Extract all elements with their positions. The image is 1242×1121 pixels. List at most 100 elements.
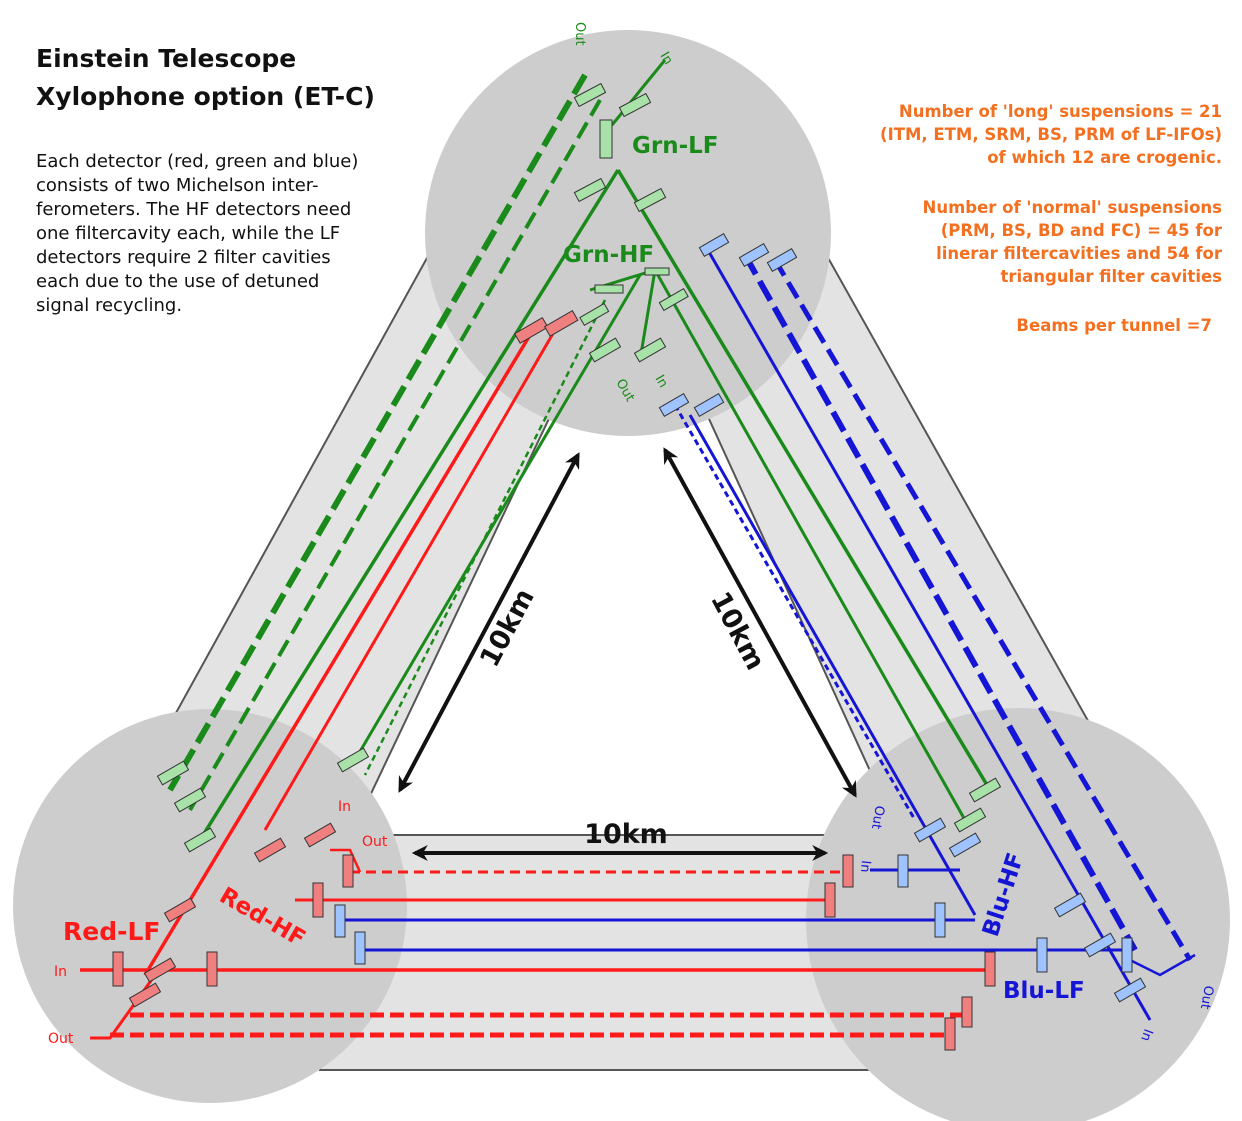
red-mirrors xyxy=(112,309,996,1051)
description-line: one filtercavity each, while the LF xyxy=(36,223,341,244)
mirror xyxy=(658,287,689,312)
info-line: (ITM, ETM, SRM, BS, PRM of LF-IFOs) xyxy=(880,125,1222,144)
green-lf-dashed-arm-1 xyxy=(167,73,588,792)
mirror xyxy=(698,232,730,258)
blue-lf-output xyxy=(1129,953,1196,977)
mirror xyxy=(183,827,217,853)
description-text: Each detector (red, green and blue) cons… xyxy=(36,150,456,318)
detector-label-grn-lf: Grn-LF xyxy=(632,133,719,159)
mirror xyxy=(334,904,346,938)
description-line: Each detector (red, green and blue) xyxy=(36,151,359,172)
description-line: each due to the use of detuned xyxy=(36,271,320,292)
mirror xyxy=(693,392,725,418)
mirror xyxy=(953,807,987,833)
mirror xyxy=(766,247,798,273)
mirror xyxy=(658,392,690,418)
green-lf-input xyxy=(610,59,667,126)
info-line: Beams per tunnel =7 xyxy=(1016,316,1212,335)
mirror xyxy=(143,957,177,983)
right-distance-arrow xyxy=(663,447,857,798)
distance-label-right: 10km xyxy=(704,587,771,675)
mirror xyxy=(1121,937,1133,973)
mirror xyxy=(968,777,1002,803)
mirror xyxy=(579,302,610,327)
port-label-blue-hf-out: Out xyxy=(868,804,887,830)
mirror xyxy=(738,242,770,268)
mirror xyxy=(599,119,613,159)
mirror xyxy=(573,177,607,203)
mirror xyxy=(206,951,218,987)
mirror xyxy=(594,284,624,294)
left-distance-arrow xyxy=(398,452,580,793)
mirror xyxy=(573,82,607,108)
mirror xyxy=(342,854,354,888)
mirror xyxy=(312,882,324,918)
mirror xyxy=(948,832,982,858)
description-line: consists of two Michelson inter- xyxy=(36,175,319,196)
mirror xyxy=(163,897,197,923)
port-label-blue-hf-in: In xyxy=(857,860,873,873)
mirror xyxy=(303,822,337,848)
port-label-red-lf-out: Out xyxy=(48,1031,74,1047)
port-label-blue-lf-in: In xyxy=(1137,1027,1155,1043)
title-line-1: Einstein Telescope xyxy=(36,44,297,73)
mirror xyxy=(934,902,946,938)
mirror xyxy=(354,931,366,965)
port-label-red-hf-out: Out xyxy=(362,834,388,850)
beams-per-tunnel-note: Beams per tunnel =7 xyxy=(1016,314,1212,337)
mirror xyxy=(336,747,370,773)
mirror xyxy=(633,187,667,213)
mirror xyxy=(543,309,579,337)
red-hf-output-path xyxy=(330,848,362,873)
detector-label-grn-hf: Grn-HF xyxy=(563,242,654,268)
station-bottom-left xyxy=(13,709,407,1103)
mirror xyxy=(253,837,287,863)
blue-lf-arm xyxy=(703,244,1152,1021)
info-line: Number of 'normal' suspensions xyxy=(922,198,1222,217)
blue-lf-dashed-arm-2 xyxy=(772,258,1193,962)
mirror xyxy=(618,92,652,118)
mirror xyxy=(112,951,124,987)
mirror xyxy=(1083,932,1117,958)
mirror xyxy=(1036,937,1048,973)
detector-label-red-lf: Red-LF xyxy=(63,917,161,946)
mirror xyxy=(588,337,622,363)
port-label-blue-lf-out: Out xyxy=(1197,984,1216,1010)
mirror xyxy=(842,854,854,888)
green-mirrors xyxy=(156,82,1002,853)
distance-label-bottom: 10km xyxy=(584,819,668,850)
mirror xyxy=(173,787,207,813)
mirror xyxy=(633,337,667,363)
mirror-group xyxy=(112,82,1147,1051)
mirror xyxy=(513,316,549,344)
detector-label-blu-lf: Blu-LF xyxy=(1003,978,1085,1004)
mirror xyxy=(128,982,162,1008)
info-line: (PRM, BS, BD and FC) = 45 for xyxy=(940,221,1222,240)
info-line: Number of 'long' suspensions = 21 xyxy=(898,102,1222,121)
mirror xyxy=(944,1017,956,1051)
mirror xyxy=(913,817,947,843)
station-bottom-right xyxy=(806,708,1230,1121)
mirror xyxy=(1053,892,1087,918)
mirror xyxy=(644,267,670,276)
info-line: triangular filter cavities xyxy=(1000,267,1222,286)
info-line: linerar filtercavities and 54 for xyxy=(936,244,1222,263)
red-lf-arm-left xyxy=(143,334,532,976)
blue-lf-dashed-arm-1 xyxy=(742,253,1138,952)
mirror xyxy=(156,760,190,786)
mirror xyxy=(824,882,836,918)
description-line: ferometers. The HF detectors need xyxy=(36,199,352,220)
long-suspensions-note: Number of 'long' suspensions = 21 (ITM, … xyxy=(880,100,1222,169)
info-line: of which 12 are crogenic. xyxy=(987,148,1222,167)
distance-arrows xyxy=(398,447,857,861)
title-line-2: Xylophone option (ET-C) xyxy=(36,82,375,111)
diagram-title: Einstein Telescope Xylophone option (ET-… xyxy=(36,40,375,116)
station-top xyxy=(425,30,831,436)
description-line: signal recycling. xyxy=(36,295,183,316)
port-label-red-hf-in: In xyxy=(338,799,351,815)
mirror xyxy=(961,996,973,1028)
mirror xyxy=(984,951,996,987)
mirror xyxy=(897,854,909,888)
